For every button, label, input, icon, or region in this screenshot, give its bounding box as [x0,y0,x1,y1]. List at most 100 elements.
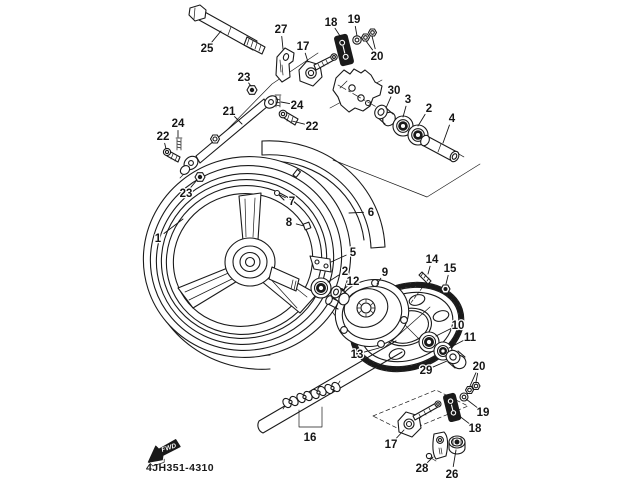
leader-line-4 [442,124,450,144]
part-number-19: 19 [348,14,361,26]
chain-drawing [257,340,403,434]
part-number-29: 29 [420,365,433,377]
sprocket-bearing-stack [418,331,467,370]
leader-line-7 [279,194,286,199]
leader-line-19 [465,398,478,408]
leader-line-10 [435,327,452,337]
leader-line-22 [291,120,306,125]
balance-weight [302,221,312,231]
leader-line-11 [448,340,464,349]
part-number-17: 17 [297,41,310,53]
leader-line-12 [341,285,348,292]
leader-line-9 [376,277,382,285]
part-number-19: 19 [477,407,490,419]
leader-line-23 [248,82,252,87]
part-number-30: 30 [388,85,401,97]
part-number-9: 9 [382,267,388,279]
part-number-4: 4 [449,113,456,125]
leader-line-24 [280,101,291,105]
part-number-15: 15 [444,263,457,275]
chain-links [282,381,341,409]
lower-nuts-drawing [464,381,481,395]
leader-line-20 [371,35,376,50]
lower-puller-plate-drawing [443,392,462,423]
leader-line-18 [334,27,341,37]
part-number-24: 24 [172,118,185,130]
rim-pin [273,189,285,201]
leader-line-15 [445,274,449,285]
part-number-1: 1 [155,233,162,245]
bearing-retainer-drawing [309,255,332,273]
part-number-8: 8 [286,217,293,229]
tension-bar-nut-top [246,85,258,95]
leader-line-20 [365,40,374,51]
part-number-17: 17 [385,439,398,451]
leader-line-5 [330,254,347,263]
part-number-22: 22 [157,131,170,143]
leader-line-17 [395,429,405,439]
part-number-2: 2 [426,103,432,115]
part-number-5: 5 [350,247,357,259]
leader-line-13 [363,347,380,353]
swingarm-end-drawing [332,68,383,113]
tension-bar-nut-left [194,172,206,182]
fwd-arrow-icon: FWD [147,439,181,467]
wheel-drawing [142,156,352,358]
part-number-24: 24 [291,100,304,112]
leader-line-30 [385,96,392,109]
part-number-3: 3 [405,94,411,106]
sprocket-stud-drawing [418,271,432,285]
spacer-collar-drawing [330,285,350,306]
tension-bar-bolt-left [162,147,181,163]
leader-line-25 [211,30,222,43]
end-plate-drawing [425,431,449,462]
part-number-14: 14 [426,254,439,266]
upper-nuts-drawing [360,28,378,42]
leader-line-2 [327,274,340,283]
leader-line-22 [164,142,167,150]
leader-line-21 [233,115,243,125]
upper-washer-drawing [352,35,362,45]
leader-line-18 [457,414,470,424]
lower-chain-puller-drawing [397,400,442,438]
fwd-label: FWD [161,442,178,453]
leader-line-1 [163,218,184,234]
tension-bar-spring-right [274,94,282,108]
leader-line-20 [475,372,479,383]
leader-line-28 [426,456,434,464]
part-number-20: 20 [473,361,486,373]
part-number-27: 27 [275,24,288,36]
part-number-16: 16 [304,432,317,444]
drive-hub-drawing [325,279,410,348]
leader-line-23 [190,179,198,188]
part-number-22: 22 [306,121,319,133]
leader-line-19 [354,25,358,37]
part-number-23: 23 [238,72,251,84]
part-number-18: 18 [325,17,338,29]
leader-line-14 [427,265,431,275]
leader-line-17 [304,52,309,63]
diagram-code: 4JH351-4310 [146,462,214,474]
valve-stem [292,168,301,178]
leader-line-8 [295,223,305,227]
chain-callout-bracket [298,406,323,428]
part-number-26: 26 [446,469,459,480]
leader-line-26 [452,449,457,468]
leader-line-27 [281,36,284,50]
axle-drawing [188,4,266,55]
leader-line-20 [469,372,477,387]
upper-bearing-stack [374,104,460,163]
tension-bar-spring-left [175,137,183,151]
hub-bearing-drawing [310,277,332,299]
part-number-7: 7 [289,196,295,208]
part-number-6: 6 [368,207,374,219]
axle-nut-drawing [448,435,466,455]
upper-chain-puller-drawing [298,53,338,87]
diagram-art: FWD 4JH351-4310 123456789101112131415161… [142,4,491,480]
part-number-10: 10 [452,320,465,332]
part-number-28: 28 [416,463,429,475]
part-number-20: 20 [371,51,384,63]
leader-line-2 [417,113,426,127]
